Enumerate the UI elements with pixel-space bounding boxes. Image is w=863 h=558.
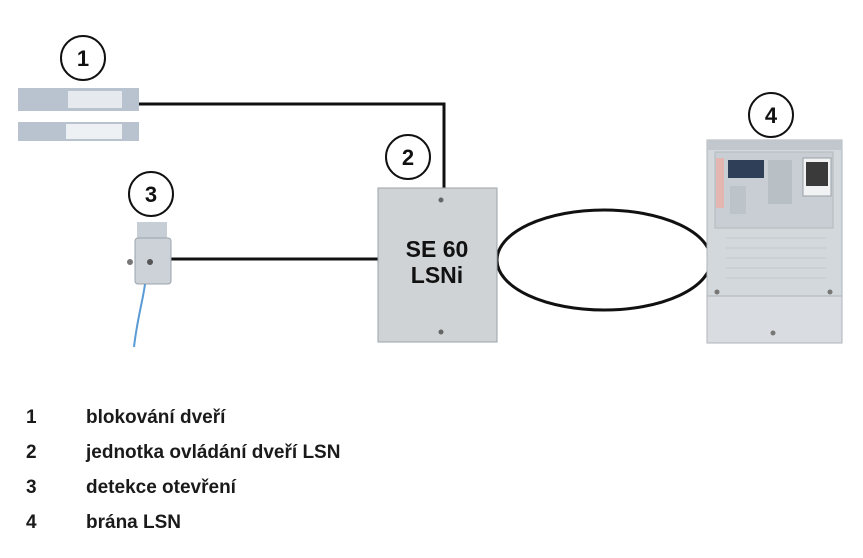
legend-row: 2 jednotka ovládání dveří LSN bbox=[26, 435, 340, 470]
callout-1: 1 bbox=[60, 35, 106, 81]
door-lock-device bbox=[18, 88, 139, 141]
legend-row: 4 brána LSN bbox=[26, 505, 340, 540]
lsn-loop-wire bbox=[495, 208, 713, 312]
legend-text: jednotka ovládání dveří LSN bbox=[86, 441, 341, 463]
legend-row: 1 blokování dveří bbox=[26, 400, 340, 435]
legend-text: brána LSN bbox=[86, 511, 182, 533]
legend-text: blokování dveří bbox=[86, 406, 226, 428]
legend: 1 blokování dveří 2 jednotka ovládání dv… bbox=[26, 400, 340, 540]
legend-number: 1 bbox=[26, 406, 37, 428]
callout-2-number: 2 bbox=[402, 145, 414, 170]
legend-number: 3 bbox=[26, 476, 37, 498]
callout-2: 2 bbox=[385, 134, 431, 180]
callout-4-number: 4 bbox=[765, 103, 778, 128]
legend-text: detekce otevření bbox=[86, 476, 236, 498]
opening-detector-device bbox=[127, 222, 172, 348]
door-lock-wire bbox=[138, 102, 446, 188]
legend-row: 3 detekce otevření bbox=[26, 470, 340, 505]
callout-3-number: 3 bbox=[145, 182, 157, 207]
legend-number: 4 bbox=[26, 511, 37, 533]
callout-4: 4 bbox=[748, 92, 794, 138]
controller-label-line1: SE 60 bbox=[406, 236, 469, 262]
controller-label-line2: LSNi bbox=[411, 262, 463, 288]
wiring-diagram: SE 60 LSNi 1 2 3 4 bbox=[18, 35, 843, 348]
callout-1-number: 1 bbox=[77, 46, 89, 71]
callout-3: 3 bbox=[128, 171, 174, 217]
door-control-unit: SE 60 LSNi bbox=[377, 187, 498, 343]
lsn-gateway-panel bbox=[706, 139, 843, 344]
legend-number: 2 bbox=[26, 441, 37, 463]
